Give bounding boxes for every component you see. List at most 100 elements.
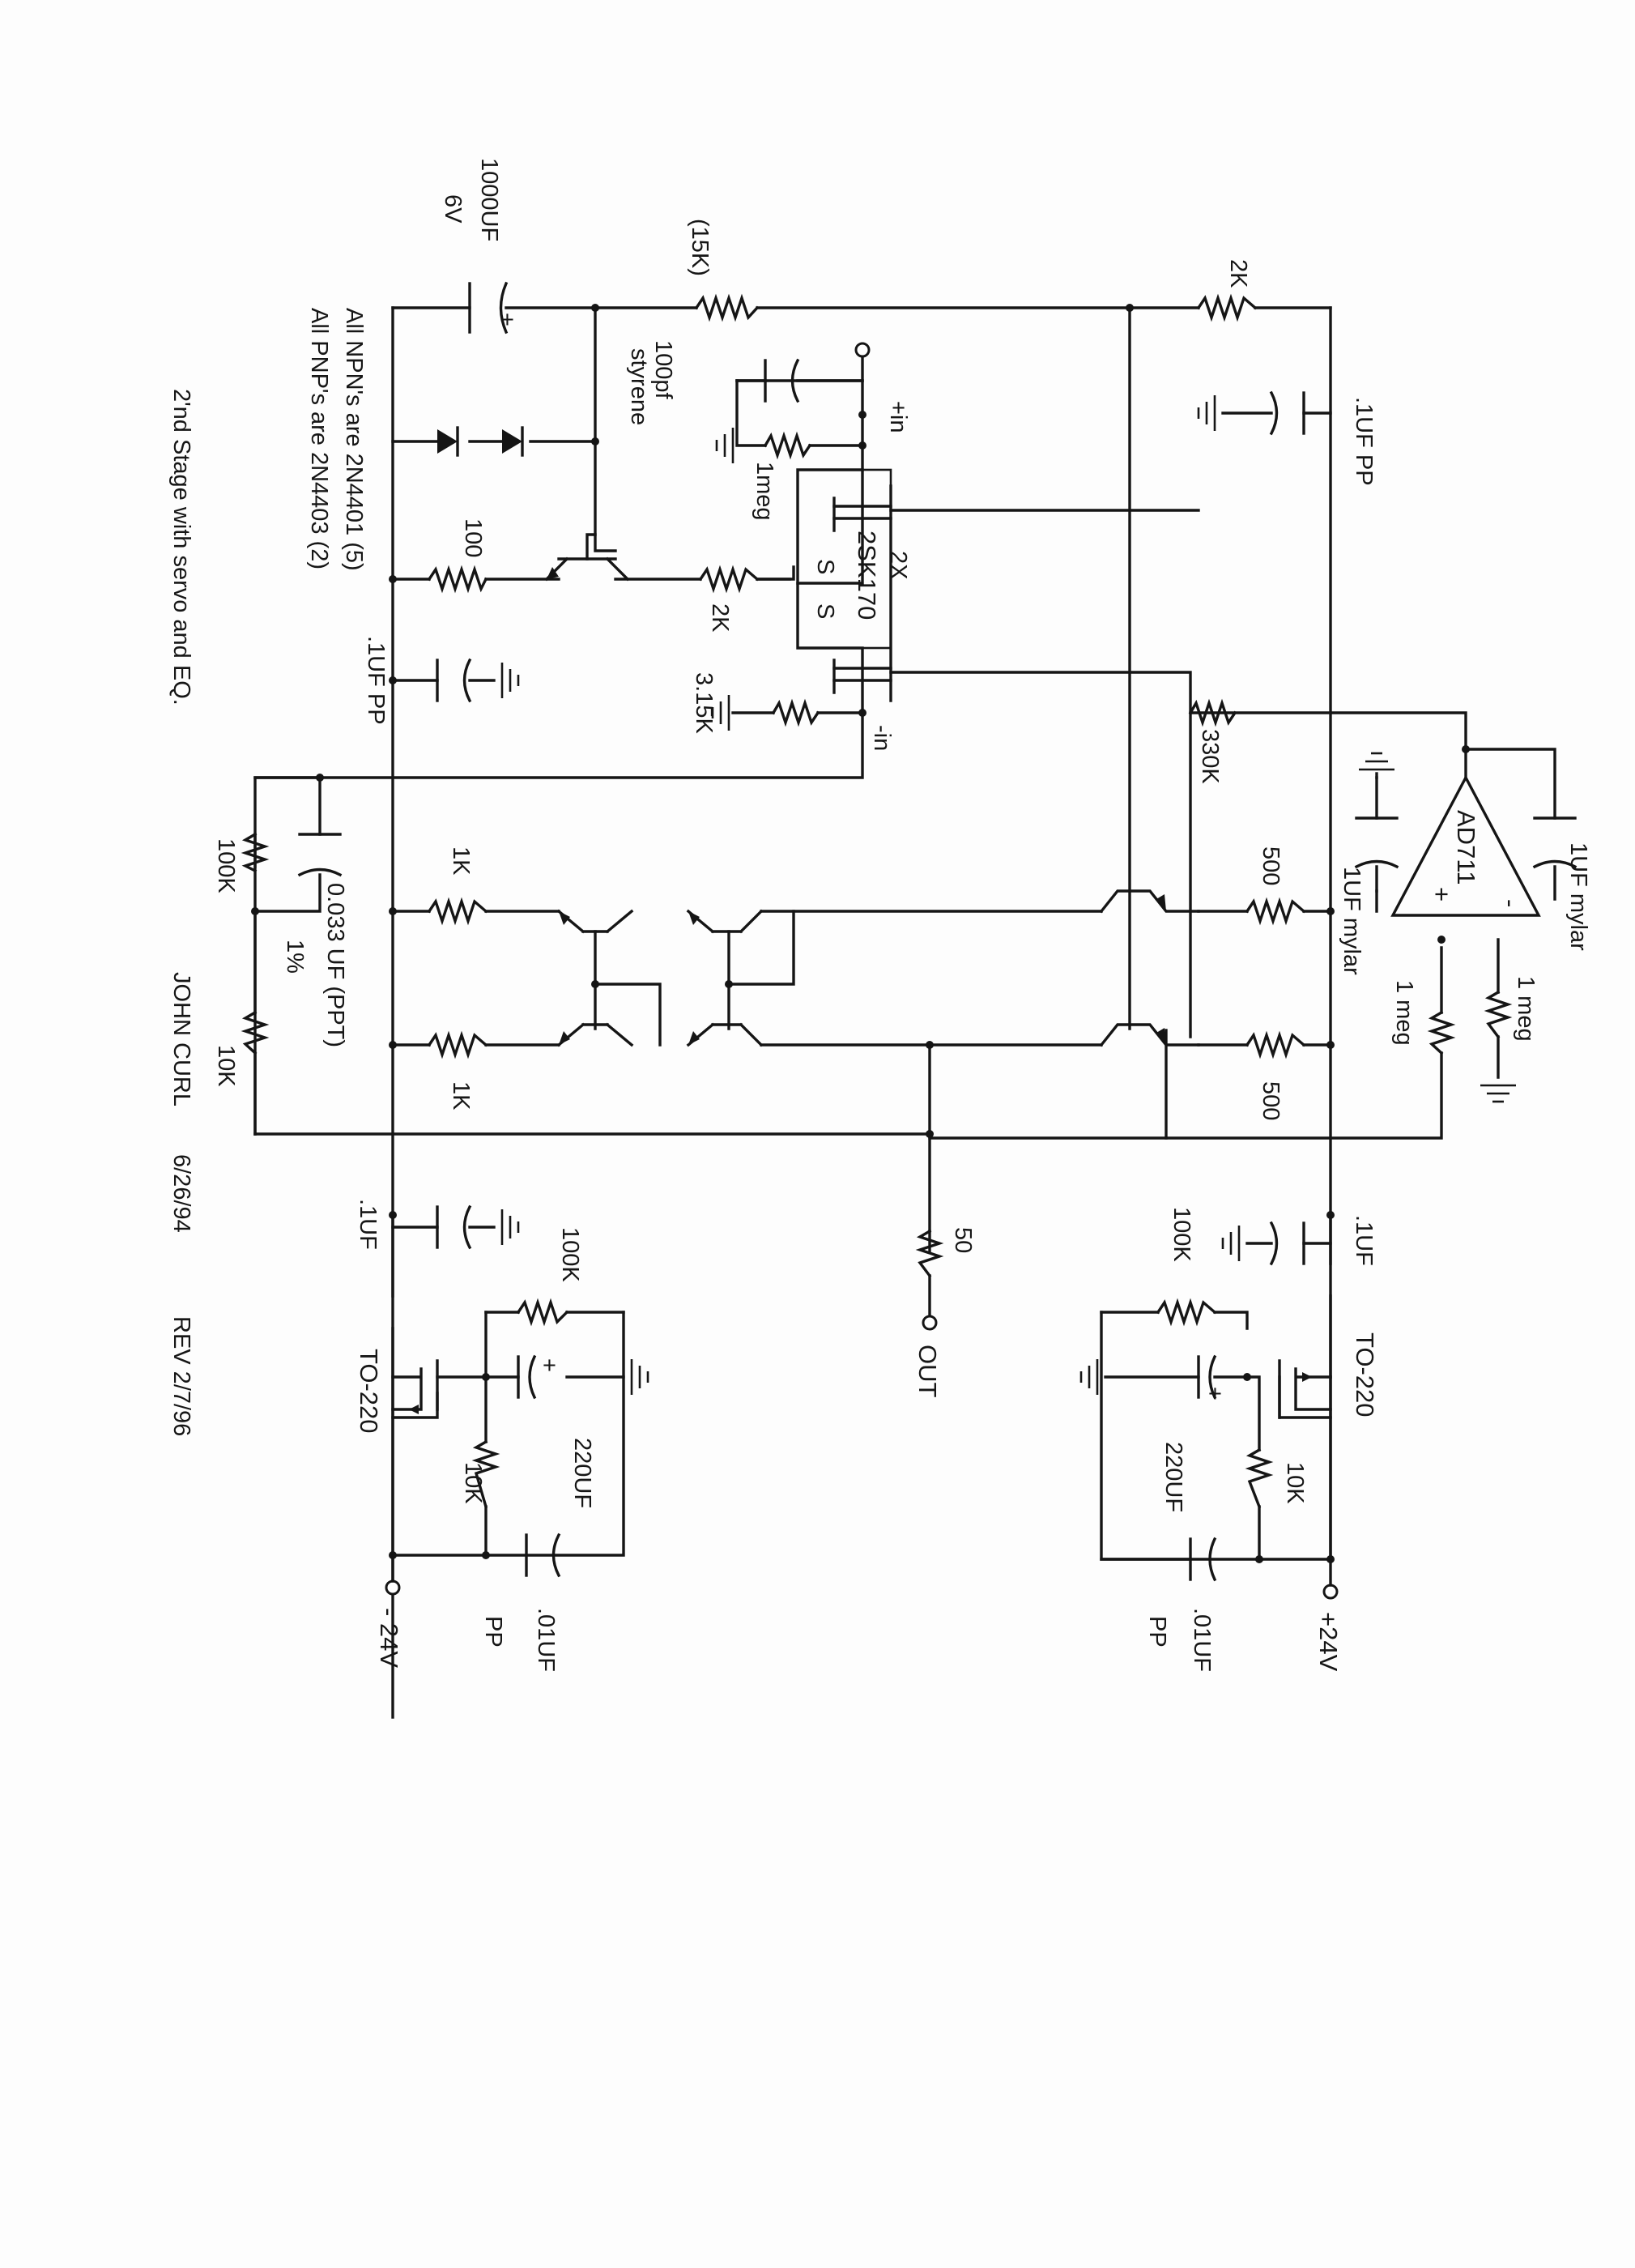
jfet-pair bbox=[796, 468, 892, 694]
label-1-percent: 1% bbox=[282, 940, 308, 974]
mosfet-neg bbox=[391, 1359, 439, 1414]
capacitor-1000uf: + bbox=[468, 281, 514, 335]
resistor-330k bbox=[1188, 698, 1237, 727]
label-minus-24v: - 24V bbox=[375, 1608, 403, 1668]
label-50: 50 bbox=[950, 1227, 976, 1253]
label-15k: (15K) bbox=[687, 219, 713, 276]
terminal-minus-24v bbox=[385, 1580, 401, 1596]
label-10k-pos: 10K bbox=[1282, 1462, 1308, 1504]
junction-dots bbox=[251, 304, 1470, 1563]
author: JOHN CURL bbox=[168, 972, 194, 1106]
label-100k-eq: 100K bbox=[213, 838, 239, 893]
diode-1 bbox=[437, 426, 459, 457]
label-6v: 6V bbox=[440, 194, 466, 224]
diode-2 bbox=[502, 426, 524, 457]
bias-transistor bbox=[544, 533, 630, 582]
label-100: 100 bbox=[460, 518, 486, 557]
label-opamp-plus: + bbox=[1428, 887, 1456, 902]
resistor-10k-eq bbox=[241, 1010, 270, 1055]
label-1meg-b: 1 meg bbox=[1513, 976, 1539, 1042]
label-jfet-part: 2SK170 bbox=[853, 531, 881, 620]
label-10k-neg: 10K bbox=[460, 1462, 486, 1504]
resistor-500-a bbox=[1245, 897, 1306, 926]
label-0033uf: 0.033 UF (PPT) bbox=[322, 883, 348, 1047]
label-to220-neg: TO-220 bbox=[355, 1349, 383, 1434]
svg-text:+: + bbox=[1208, 1381, 1222, 1407]
capacitor-220uf-pos: + bbox=[1197, 1354, 1222, 1407]
label-jfet-s1: S bbox=[812, 559, 838, 574]
label-1000uf: 1000UF bbox=[476, 158, 502, 241]
svg-text:+: + bbox=[500, 307, 514, 333]
label-220uf-pos: 220UF bbox=[1160, 1442, 1186, 1512]
title-block: All NPN's are 2N4401 (5) All PNP's are 2… bbox=[168, 308, 367, 1436]
wiring bbox=[253, 306, 1556, 1719]
resistor-100k-eq bbox=[241, 832, 270, 873]
label-3-15k: 3.15K bbox=[691, 672, 717, 734]
svg-text:+: + bbox=[543, 1353, 556, 1379]
schematic-description: 2'nd Stage with servo and EQ. bbox=[168, 389, 194, 706]
label-100pf: 100pf bbox=[650, 340, 676, 400]
label-jfet-s2: S bbox=[812, 603, 838, 619]
label-01uf-neg: .1UF bbox=[355, 1199, 381, 1250]
capacitor-100pf bbox=[735, 358, 864, 403]
label-jfet-qty: 2X bbox=[885, 551, 911, 579]
capacitor-01uf-pos bbox=[1245, 1221, 1332, 1266]
capacitor-1uf-mylar-left bbox=[1354, 772, 1399, 869]
resistor-500-b bbox=[1245, 1030, 1306, 1059]
capacitor-01uf-pp-left bbox=[436, 658, 520, 703]
label-10k-eq: 10K bbox=[213, 1045, 239, 1087]
label-001uf-neg: .01UF bbox=[533, 1608, 559, 1672]
capacitor-220uf-neg: + bbox=[517, 1353, 556, 1400]
label-1meg-in: 1meg bbox=[752, 462, 777, 521]
label-2k-top: 2K bbox=[1225, 259, 1251, 288]
resistor-10k-pos bbox=[1245, 1447, 1274, 1509]
label-plus-in: +in bbox=[885, 401, 911, 433]
driver-transistors bbox=[556, 909, 764, 1047]
label-1k-a: 1K bbox=[448, 846, 474, 876]
capacitor-1uf-mylar-top bbox=[1532, 816, 1578, 869]
terminals bbox=[385, 342, 1339, 1600]
terminal-out bbox=[922, 1315, 938, 1331]
label-pp-pos: PP bbox=[1144, 1616, 1170, 1648]
label-01uf-pp-top: .1UF PP bbox=[1351, 397, 1377, 486]
resistor-2k-top bbox=[1196, 293, 1258, 322]
label-1uf-mylar-left: 1UF mylar bbox=[1339, 867, 1365, 975]
output-transistors bbox=[1099, 889, 1200, 1047]
resistor-2k-gate bbox=[698, 565, 760, 594]
note-pnp: All PNP's are 2N4403 (2) bbox=[306, 308, 332, 569]
label-2k-gate: 2K bbox=[707, 603, 733, 633]
resistor-15k bbox=[694, 293, 760, 322]
label-plus-24v: +24V bbox=[1314, 1612, 1343, 1672]
label-1meg-a: 1 meg bbox=[1391, 980, 1417, 1046]
revision: REV 2/7/96 bbox=[168, 1316, 194, 1436]
label-minus-in: -in bbox=[869, 725, 895, 751]
label-100k-pos: 100K bbox=[1169, 1207, 1194, 1262]
resistor-3-15k bbox=[771, 698, 820, 727]
mosfet-pos bbox=[1278, 1359, 1332, 1419]
note-npn: All NPN's are 2N4401 (5) bbox=[341, 308, 367, 571]
resistor-1meg-a bbox=[1427, 1010, 1456, 1055]
resistor-1k-b bbox=[427, 1030, 488, 1059]
label-styrene: styrene bbox=[626, 348, 652, 425]
capacitor-001uf-neg bbox=[525, 1533, 561, 1578]
capacitor-01uf-pp-top bbox=[1221, 390, 1332, 436]
label-1uf-mylar-top: 1UF mylar bbox=[1565, 842, 1591, 951]
capacitors: + bbox=[297, 281, 1578, 1582]
label-opamp-minus: - bbox=[1497, 899, 1525, 907]
opamp-ad711 bbox=[1390, 774, 1541, 917]
capacitor-01uf-neg bbox=[391, 1204, 496, 1250]
label-500-b: 500 bbox=[1258, 1081, 1284, 1120]
label-500-a: 500 bbox=[1258, 846, 1284, 885]
date: 6/26/94 bbox=[168, 1154, 194, 1233]
label-330k: 330K bbox=[1197, 729, 1223, 784]
capacitor-0033uf bbox=[297, 833, 343, 877]
resistor-100 bbox=[427, 565, 488, 594]
resistor-100k-pos bbox=[1156, 1298, 1217, 1327]
label-pp-neg: PP bbox=[480, 1616, 506, 1648]
label-out: OUT bbox=[913, 1345, 942, 1398]
resistor-1k-a bbox=[427, 897, 488, 926]
resistors bbox=[241, 293, 1513, 1509]
label-100k-neg: 100K bbox=[557, 1227, 583, 1282]
terminal-plus-in bbox=[854, 342, 871, 358]
